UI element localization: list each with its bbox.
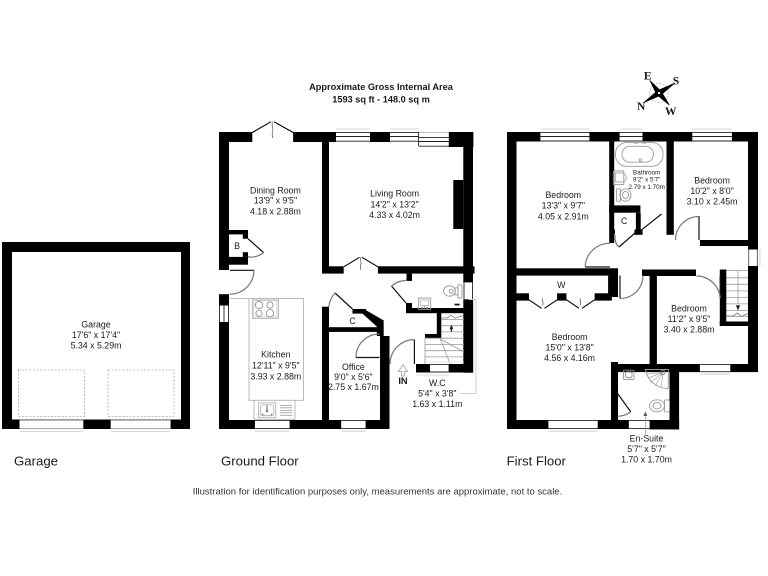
svg-text:IN: IN bbox=[398, 376, 408, 386]
svg-text:Bedroom: Bedroom bbox=[545, 190, 581, 200]
svg-text:Approximate Gross Internal Are: Approximate Gross Internal Area bbox=[309, 82, 454, 92]
svg-text:1.70 x 1.70m: 1.70 x 1.70m bbox=[621, 455, 672, 465]
svg-text:12'11" x 9'5": 12'11" x 9'5" bbox=[252, 361, 300, 371]
svg-text:13'3" x 9'7": 13'3" x 9'7" bbox=[542, 201, 585, 211]
svg-text:First Floor: First Floor bbox=[507, 454, 567, 469]
svg-text:5.34 x 5.29m: 5.34 x 5.29m bbox=[71, 341, 122, 351]
svg-text:9'0" x 5'6": 9'0" x 5'6" bbox=[334, 372, 372, 382]
svg-text:2.75 x 1.67m: 2.75 x 1.67m bbox=[328, 382, 379, 392]
svg-text:4.18 x 2.88m: 4.18 x 2.88m bbox=[250, 206, 301, 216]
svg-text:11'2" x 9'5": 11'2" x 9'5" bbox=[668, 314, 711, 324]
svg-text:W: W bbox=[665, 106, 677, 118]
svg-text:N: N bbox=[637, 101, 646, 113]
svg-text:S: S bbox=[673, 76, 679, 88]
svg-text:Garage: Garage bbox=[81, 320, 110, 330]
svg-text:E: E bbox=[644, 71, 652, 83]
svg-text:1.63 x 1.11m: 1.63 x 1.11m bbox=[412, 399, 462, 409]
svg-text:Ground Floor: Ground Floor bbox=[221, 454, 299, 469]
svg-text:En-Suite: En-Suite bbox=[630, 434, 664, 444]
svg-text:5'4" x 3'8": 5'4" x 3'8" bbox=[418, 389, 456, 399]
svg-text:Office: Office bbox=[342, 362, 365, 372]
svg-text:2.79 x 1.70m: 2.79 x 1.70m bbox=[628, 184, 664, 191]
svg-text:Bedroom: Bedroom bbox=[671, 304, 707, 314]
svg-text:14'2" x 13'2": 14'2" x 13'2" bbox=[370, 200, 418, 210]
svg-text:C: C bbox=[621, 216, 628, 226]
svg-text:Illustration for identificatio: Illustration for identification purposes… bbox=[193, 487, 562, 498]
svg-text:Dining Room: Dining Room bbox=[250, 185, 301, 195]
svg-text:3.10 x 2.45m: 3.10 x 2.45m bbox=[687, 197, 738, 207]
svg-text:C: C bbox=[349, 316, 356, 326]
svg-text:Bedroom: Bedroom bbox=[694, 176, 730, 186]
svg-text:4.33 x 4.02m: 4.33 x 4.02m bbox=[369, 210, 420, 220]
svg-text:13'9" x 9'5": 13'9" x 9'5" bbox=[254, 196, 297, 206]
svg-text:Kitchen: Kitchen bbox=[261, 350, 290, 360]
svg-text:Living Room: Living Room bbox=[370, 189, 419, 199]
svg-text:1593 sq ft - 148.0 sq m: 1593 sq ft - 148.0 sq m bbox=[332, 95, 430, 105]
svg-text:W: W bbox=[557, 280, 566, 290]
svg-text:3.40 x 2.88m: 3.40 x 2.88m bbox=[664, 325, 715, 335]
svg-text:15'0" x 13'8": 15'0" x 13'8" bbox=[545, 343, 593, 353]
svg-text:17'6" x 17'4": 17'6" x 17'4" bbox=[72, 330, 120, 340]
svg-text:4.05 x 2.91m: 4.05 x 2.91m bbox=[538, 212, 589, 222]
svg-text:5'7" x 5'7": 5'7" x 5'7" bbox=[627, 444, 665, 454]
svg-text:Garage: Garage bbox=[14, 454, 58, 469]
svg-text:W.C: W.C bbox=[429, 378, 446, 388]
svg-text:9'2" x 5'7": 9'2" x 5'7" bbox=[633, 177, 661, 184]
svg-text:B: B bbox=[234, 241, 240, 251]
svg-text:Bathroom: Bathroom bbox=[633, 170, 660, 177]
svg-text:4.56 x 4.16m: 4.56 x 4.16m bbox=[544, 353, 595, 363]
svg-text:Bedroom: Bedroom bbox=[552, 332, 588, 342]
svg-text:10'2" x 8'0": 10'2" x 8'0" bbox=[690, 186, 733, 196]
svg-text:3.93 x 2.88m: 3.93 x 2.88m bbox=[250, 372, 301, 382]
